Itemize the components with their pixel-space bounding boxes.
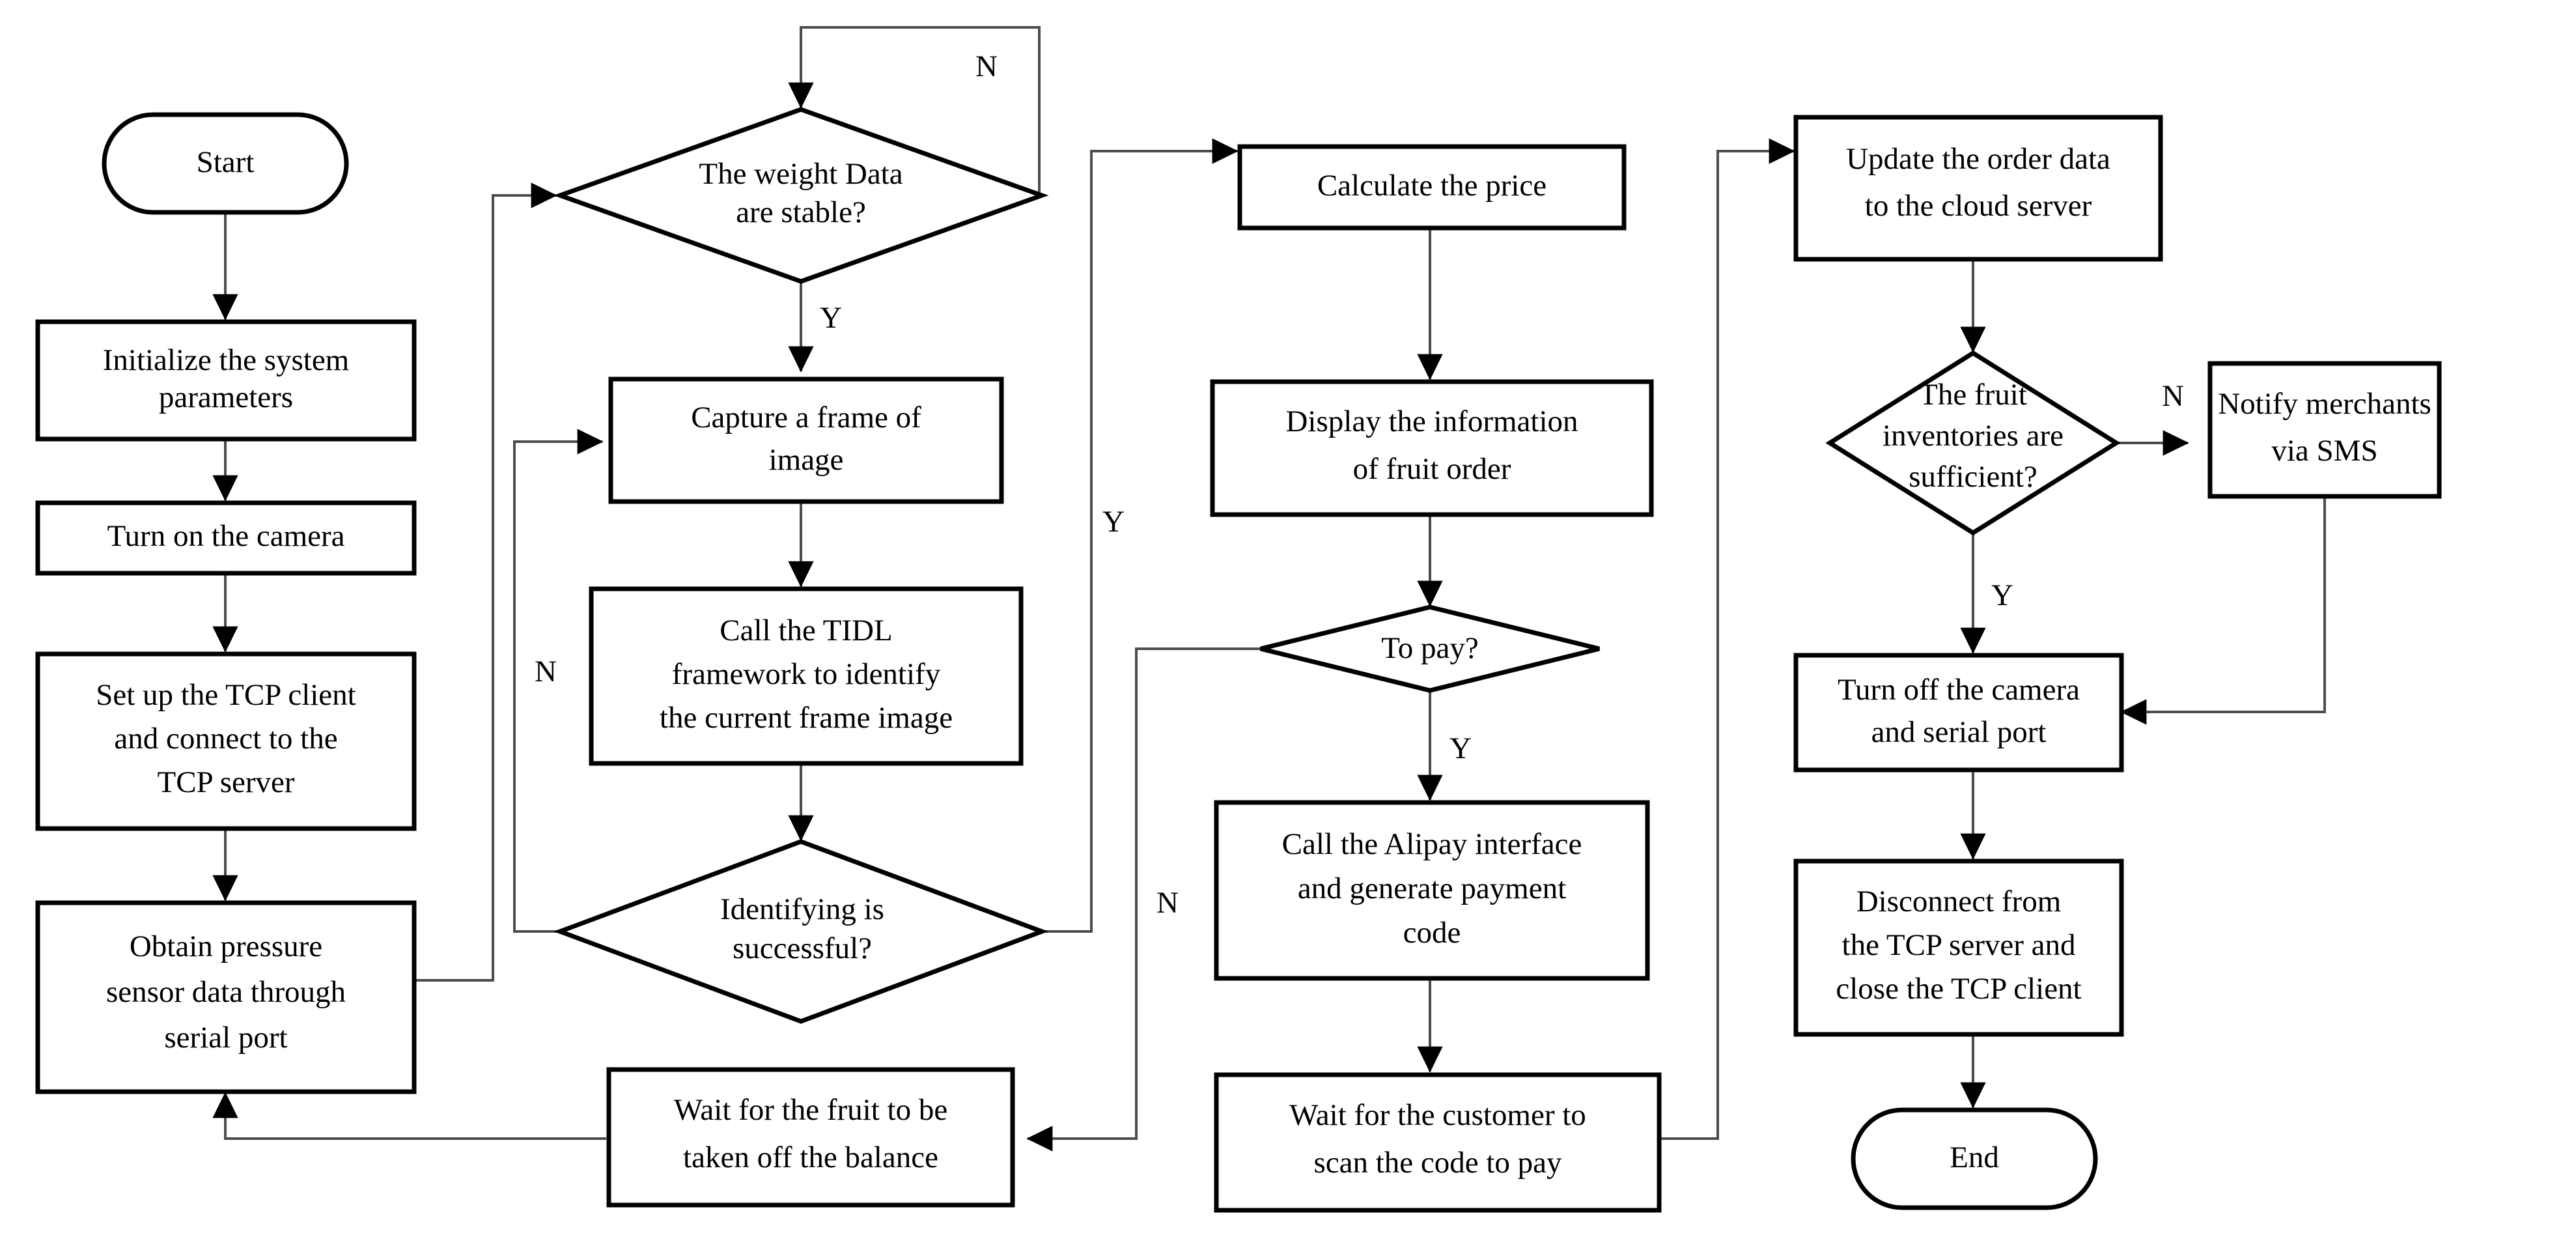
node-tcp-line-2: and connect to the [114,722,337,756]
edge-waitscan-to-update [1659,138,1795,1140]
node-obtain-pressure-sensor-data[interactable]: Obtain pressure sensor data through seri… [35,900,417,1094]
node-topay-line-1: To pay? [1381,631,1478,665]
node-weight-line-1: The weight Data [699,157,903,191]
node-cameraoff-line-1: Turn off the camera [1838,673,2080,707]
edge-labels: N Y N Y N Y N Y [535,50,2184,920]
edge-label-inventory-yes: Y [1991,578,2013,612]
node-wait-customer-scan-code[interactable]: Wait for the customer to scan the code t… [1214,1072,1662,1213]
node-cameraoff-line-2: and serial port [1871,715,2047,749]
edge-waitfruit-to-pressure [212,1092,606,1140]
node-end[interactable]: End [1851,1107,2098,1210]
node-tidl-line-3: the current frame image [660,701,953,735]
edge-topay-no-to-waitfruit [1026,647,1327,1152]
node-calculate-price[interactable]: Calculate the price [1237,144,1627,231]
node-call-tidl-framework[interactable]: Call the TIDL framework to identify the … [589,586,1024,766]
node-update-line-1: Update the order data [1846,142,2110,176]
node-alipay-line-1: Call the Alipay interface [1282,827,1582,861]
node-pressure-line-2: sensor data through [106,975,346,1009]
edge-weight-stable-no-loop [788,26,1041,195]
node-disconnect-line-1: Disconnect from [1856,885,2062,918]
node-end-label: End [1950,1141,1999,1174]
node-notify-merchants-sms[interactable]: Notify merchants via SMS [2207,361,2442,499]
node-waitfruit-line-2: taken off the balance [683,1141,938,1174]
node-setup-tcp-client[interactable]: Set up the TCP client and connect to the… [35,651,417,831]
node-calc-line-1: Calculate the price [1317,169,1547,203]
edge-label-topay-no: N [1156,886,1179,920]
edge-label-identify-no: N [535,655,557,688]
edge-label-topay-yes: Y [1449,731,1472,765]
edge-pressure-to-weight-stable [415,182,557,982]
node-turn-off-camera-serial-port[interactable]: Turn off the camera and serial port [1793,653,2124,773]
node-update-order-data-cloud[interactable]: Update the order data to the cloud serve… [1793,115,2163,262]
node-tidl-line-2: framework to identify [672,657,941,691]
node-capture-frame-of-image[interactable]: Capture a frame of image [608,376,1004,504]
edge-label-weight-no: N [975,50,998,83]
node-waitscan-line-1: Wait for the customer to [1289,1098,1586,1132]
edge-label-inventory-no: N [2162,379,2184,413]
node-update-line-2: to the cloud server [1865,189,2092,223]
node-turn-on-camera[interactable]: Turn on the camera [35,500,417,576]
edge-label-weight-yes: Y [820,301,842,335]
node-start-label: Start [197,145,255,179]
node-camera-on-line-1: Turn on the camera [107,519,344,553]
node-display-line-2: of fruit order [1353,452,1511,486]
node-capture-line-2: image [769,443,844,477]
node-identify-line-2: successful? [733,931,872,965]
node-identifying-successful-decision[interactable]: Identifying is successful? [553,839,1049,1024]
node-waitscan-line-2: scan the code to pay [1313,1146,1562,1180]
node-call-alipay-interface[interactable]: Call the Alipay interface and generate p… [1214,800,1650,981]
node-inventory-line-2: inventories are [1883,419,2064,453]
node-pressure-line-1: Obtain pressure [130,930,322,963]
node-notify-line-2: via SMS [2271,434,2377,468]
node-pressure-line-3: serial port [164,1021,287,1055]
node-weight-line-2: are stable? [736,195,866,229]
node-disconnect-tcp-server[interactable]: Disconnect from the TCP server and close… [1793,859,2124,1037]
node-init-line-2: parameters [159,380,293,414]
node-notify-line-1: Notify merchants [2218,387,2431,421]
node-tidl-line-1: Call the TIDL [720,614,892,647]
node-to-pay-decision[interactable]: To pay? [1260,604,1600,693]
node-capture-line-1: Capture a frame of [691,401,921,434]
node-display-fruit-order-info[interactable]: Display the information of fruit order [1210,379,1654,517]
node-disconnect-line-3: close the TCP client [1836,972,2081,1006]
edge-identify-yes-to-calc [1039,138,1239,933]
connectors [212,26,2326,1152]
node-start[interactable]: Start [102,112,349,215]
node-tcp-line-3: TCP server [157,765,294,799]
node-wait-fruit-taken-off-balance[interactable]: Wait for the fruit to be taken off the b… [606,1067,1015,1208]
node-fruit-inventories-sufficient-decision[interactable]: The fruit inventories are sufficient? [1825,350,2121,536]
node-inventory-line-3: sufficient? [1909,460,2037,494]
edge-notify-to-cameraoff [2120,496,2326,725]
node-init-line-1: Initialize the system [103,343,350,377]
node-disconnect-line-2: the TCP server and [1842,928,2076,962]
node-inventory-line-1: The fruit [1919,378,2027,412]
node-initialize-system-parameters[interactable]: Initialize the system parameters [35,319,417,442]
node-identify-line-1: Identifying is [720,892,884,926]
edge-identify-no-loop [513,429,604,933]
node-tcp-line-1: Set up the TCP client [96,678,356,712]
edge-label-identify-yes: Y [1102,505,1125,539]
node-waitfruit-line-1: Wait for the fruit to be [674,1093,947,1127]
node-alipay-line-2: and generate payment [1298,872,1566,905]
node-display-line-1: Display the information [1285,405,1578,438]
node-alipay-line-3: code [1403,916,1461,950]
node-weight-data-stable-decision[interactable]: The weight Data are stable? [553,107,1049,284]
